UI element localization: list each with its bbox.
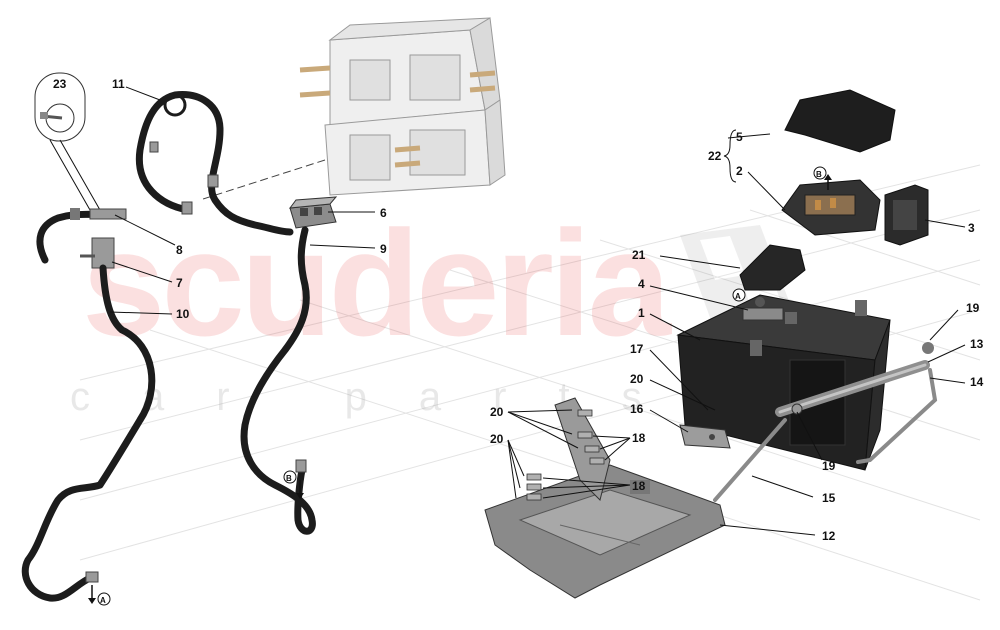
battery-1 — [676, 294, 891, 471]
marker-a-fuse: A — [732, 288, 746, 302]
cable-9 — [240, 226, 316, 535]
cable-10 — [21, 237, 156, 602]
svg-text:B: B — [286, 474, 292, 483]
callout-10: 10 — [176, 307, 190, 321]
terminal-clamp-4 — [742, 297, 797, 324]
bracket-16 — [679, 424, 731, 449]
callout-19a: 19 — [966, 301, 980, 315]
callout-labels: 23 11 8 7 10 6 9 5 22 2 3 21 4 1 17 20 1… — [53, 77, 984, 543]
callout-18a: 18 — [632, 431, 646, 445]
callout-9: 9 — [380, 242, 387, 256]
tie-rods — [713, 368, 938, 502]
battery-tray-12 — [484, 397, 726, 599]
marker-a-cable: A — [88, 585, 111, 606]
callout-13: 13 — [970, 337, 984, 351]
relay-box-6 — [288, 196, 338, 229]
fuse-cover-5 — [784, 89, 896, 153]
background-grid — [79, 164, 981, 601]
callout-20b: 20 — [490, 432, 504, 446]
terminal-cover-21 — [739, 244, 806, 291]
callout-15: 15 — [822, 491, 836, 505]
callout-19b: 19 — [822, 459, 836, 473]
callout-8: 8 — [176, 243, 183, 257]
callout-11: 11 — [112, 77, 125, 91]
callout-17: 17 — [630, 342, 644, 356]
detail-inset-23 — [34, 72, 101, 211]
callout-20c: 20 — [630, 372, 644, 386]
callout-14: 14 — [970, 375, 984, 389]
control-module-3 — [884, 184, 929, 246]
callout-2: 2 — [736, 164, 743, 178]
cable-11 — [135, 91, 294, 236]
callout-12: 12 — [822, 529, 836, 543]
cable-8 — [36, 208, 127, 264]
callout-1: 1 — [638, 306, 645, 320]
watermark-brand: scuderia — [82, 199, 673, 367]
callout-18b: 18 — [632, 479, 646, 493]
callout-23: 23 — [53, 77, 67, 91]
svg-text:A: A — [100, 596, 106, 605]
callout-5: 5 — [736, 130, 743, 144]
fuse-box-2 — [781, 179, 881, 236]
callout-21: 21 — [632, 248, 646, 262]
callout-20a: 20 — [490, 405, 504, 419]
svg-text:B: B — [816, 170, 822, 179]
assembly-dashed-line — [199, 159, 326, 201]
callout-22: 22 — [708, 149, 722, 163]
marker-b-cable: B — [283, 470, 304, 499]
callout-16: 16 — [630, 402, 644, 416]
marker-b-fuse: B — [813, 166, 832, 190]
callout-3: 3 — [968, 221, 975, 235]
callout-7: 7 — [176, 276, 183, 290]
svg-text:A: A — [735, 292, 741, 301]
callout-4: 4 — [638, 277, 645, 291]
bolts-18 — [526, 409, 605, 501]
leader-lines — [109, 86, 966, 536]
callout-6: 6 — [380, 206, 387, 220]
watermark-subtitle: car parts — [70, 375, 694, 419]
engine-module-ghost — [299, 17, 506, 196]
hold-down-rod-13 — [775, 342, 934, 417]
